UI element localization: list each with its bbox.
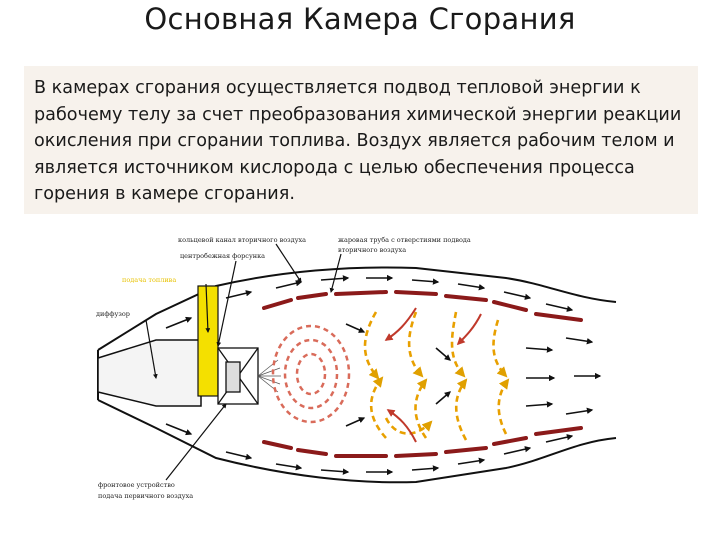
outer-casing-bottom [98, 400, 616, 482]
page-title: Основная Камера Сгорания [0, 2, 720, 36]
description-box: В камерах сгорания осуществляется подвод… [24, 66, 698, 214]
label-flame-tube: жаровая труба с отверстиями подвода [338, 236, 471, 244]
diffuser-body [98, 340, 201, 406]
label-fuel-supply: подача топлива [122, 276, 176, 284]
recirculation-swirl-icon [365, 312, 508, 440]
flame-tube [264, 292, 581, 456]
label-primary-air: подача первичного воздуха [98, 492, 193, 500]
label-annular-channel: кольцевой канал вторичного воздуха [178, 236, 306, 244]
label-flame-tube-2: вторичного воздуха [338, 246, 406, 254]
centrifugal-nozzle-spray [258, 360, 281, 392]
description-text: В камерах сгорания осуществляется подвод… [34, 75, 688, 208]
front-device [218, 348, 258, 404]
label-centrifugal-nozzle: центробежная форсунка [180, 252, 265, 260]
fuel-supply-pipe [198, 286, 218, 396]
label-front-device: фронтовое устройство [98, 481, 175, 489]
primary-zone-vortex [273, 326, 349, 422]
combustion-chamber-diagram: кольцевой канал вторичного воздуха жаров… [86, 228, 626, 510]
label-diffuser: диффузор [96, 310, 130, 318]
